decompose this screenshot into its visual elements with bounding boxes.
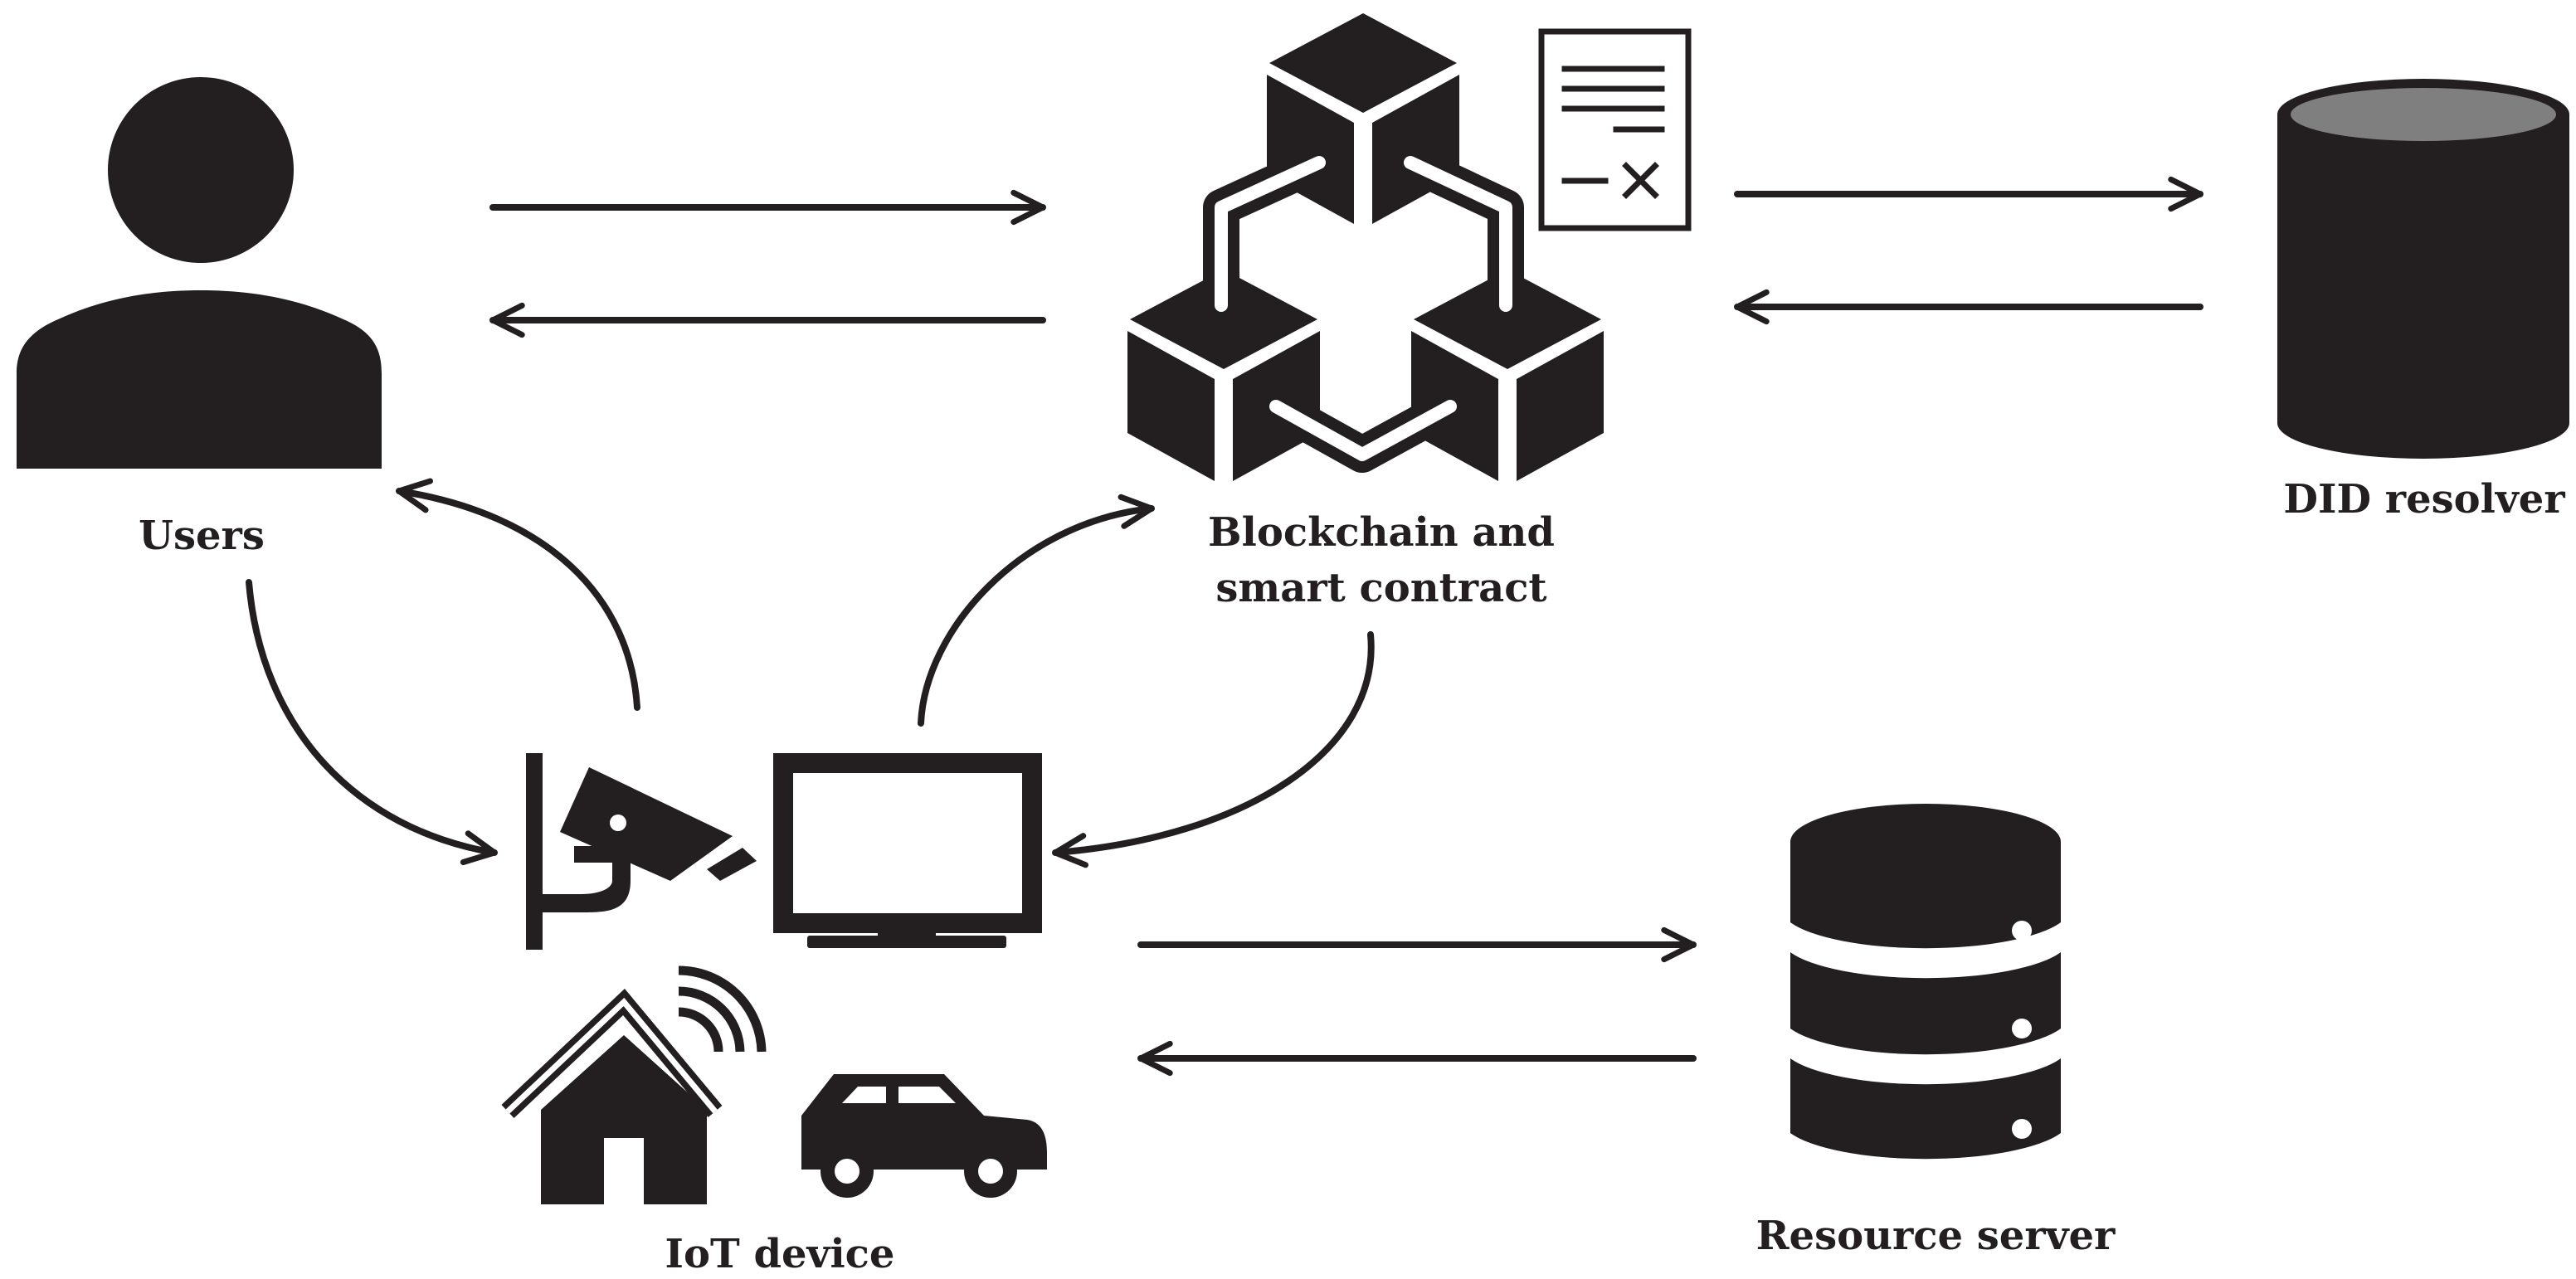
blockchain-label-line1: Blockchain and — [1208, 509, 1555, 556]
resource-server-node: Resource server — [1756, 804, 2116, 1259]
user-icon — [17, 77, 382, 469]
iot-label: IoT device — [665, 1231, 895, 1277]
did-resolver-label: DID resolver — [2283, 476, 2565, 523]
monitor-icon — [773, 753, 1042, 948]
car-icon — [801, 1074, 1047, 1198]
security-camera-icon — [526, 753, 757, 950]
blockchain-cubes-icon — [1127, 13, 1604, 481]
did-resolver-node: DID resolver — [2277, 79, 2569, 523]
smart-home-icon — [501, 965, 767, 1204]
cylinder-icon — [2277, 79, 2569, 459]
users-node: Users — [17, 77, 382, 559]
iot-node: IoT device — [501, 753, 1047, 1277]
arrow-blockchain-to-iot — [1052, 631, 1375, 868]
arrow-iot-to-users — [396, 478, 640, 711]
server-stack-icon — [1790, 804, 2061, 1160]
blockchain-label-line2: smart contract — [1215, 565, 1546, 611]
contract-document-icon — [1538, 28, 1692, 231]
arrow-users-to-iot — [246, 579, 498, 865]
blockchain-node: Blockchain and smart contract — [1127, 13, 1692, 611]
users-label: Users — [139, 513, 265, 559]
arrow-iot-to-blockchain — [918, 494, 1155, 727]
resource-server-label: Resource server — [1756, 1213, 2116, 1259]
